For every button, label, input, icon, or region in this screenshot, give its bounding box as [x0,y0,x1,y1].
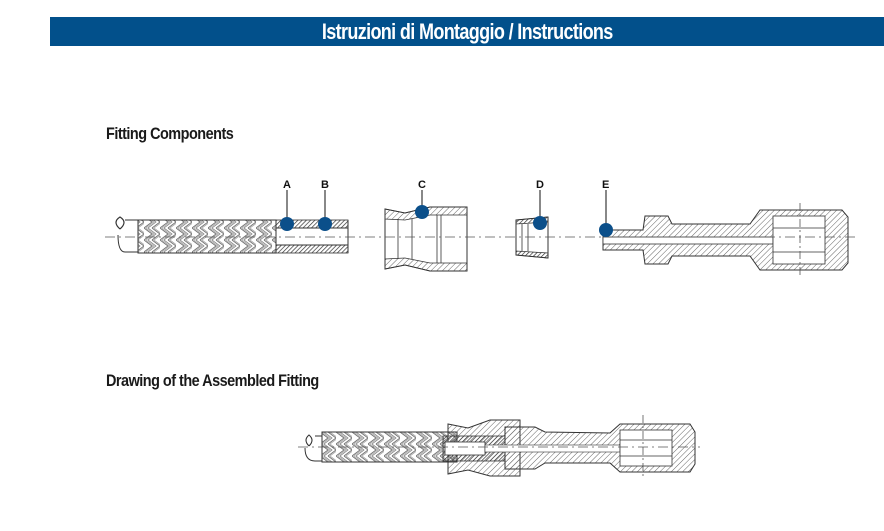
callout-d-dot [533,216,547,230]
callout-c: C [415,179,429,219]
callout-a: A [280,179,294,231]
callout-c-dot [415,205,429,219]
hose-component [115,216,349,254]
fitting-components-heading: Fitting Components [106,124,234,143]
callout-b-dot [318,217,332,231]
callout-d-label: D [536,179,544,191]
assembled-fitting-heading: Drawing of the Assembled Fitting [106,371,319,390]
header-banner: Istruzioni di Montaggio / Instructions [50,17,884,46]
callout-b-label: B [321,179,329,191]
callout-c-label: C [418,179,426,191]
socket-component [384,206,468,272]
assembled-fitting [298,415,700,478]
callout-e: E [599,179,613,237]
callout-a-label: A [283,179,291,191]
page-title: Istruzioni di Montaggio / Instructions [321,18,613,44]
callout-e-dot [599,223,613,237]
callout-d: D [533,179,547,230]
callout-e-label: E [602,179,609,191]
nipple-component [602,203,849,277]
callout-a-dot [280,217,294,231]
callout-b: B [318,179,332,231]
